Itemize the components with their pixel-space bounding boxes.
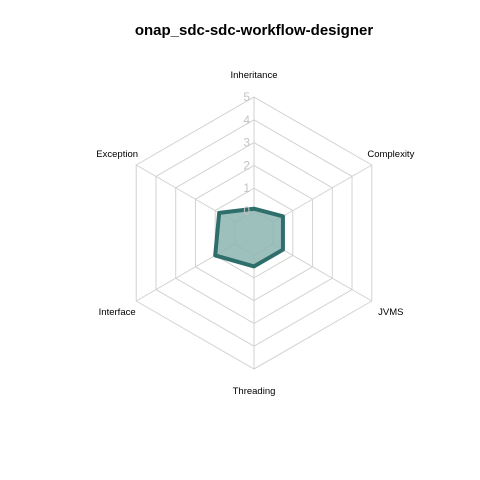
axis-label-inheritance: Inheritance bbox=[230, 70, 277, 81]
tick-label-0: 0 bbox=[243, 204, 250, 218]
axis-label-jvms: JVMS bbox=[378, 307, 403, 318]
axis-label-complexity: Complexity bbox=[367, 149, 414, 160]
tick-label-3: 3 bbox=[243, 136, 250, 150]
tick-label-4: 4 bbox=[243, 113, 250, 127]
radar-tick-labels: 0 1 2 3 4 5 bbox=[243, 90, 250, 218]
chart-title: onap_sdc-sdc-workflow-designer bbox=[135, 22, 374, 39]
radar-series-layer bbox=[213, 206, 285, 269]
spoke-jvms bbox=[272, 243, 373, 302]
axis-label-interface: Interface bbox=[99, 307, 136, 318]
tick-label-1: 1 bbox=[243, 181, 250, 195]
axis-label-exception: Exception bbox=[96, 149, 138, 160]
spoke-complexity bbox=[272, 164, 373, 223]
radar-series-0 bbox=[213, 206, 285, 269]
tick-label-2: 2 bbox=[243, 158, 250, 172]
tick-label-5: 5 bbox=[243, 90, 250, 104]
axis-label-threading: Threading bbox=[233, 386, 276, 397]
